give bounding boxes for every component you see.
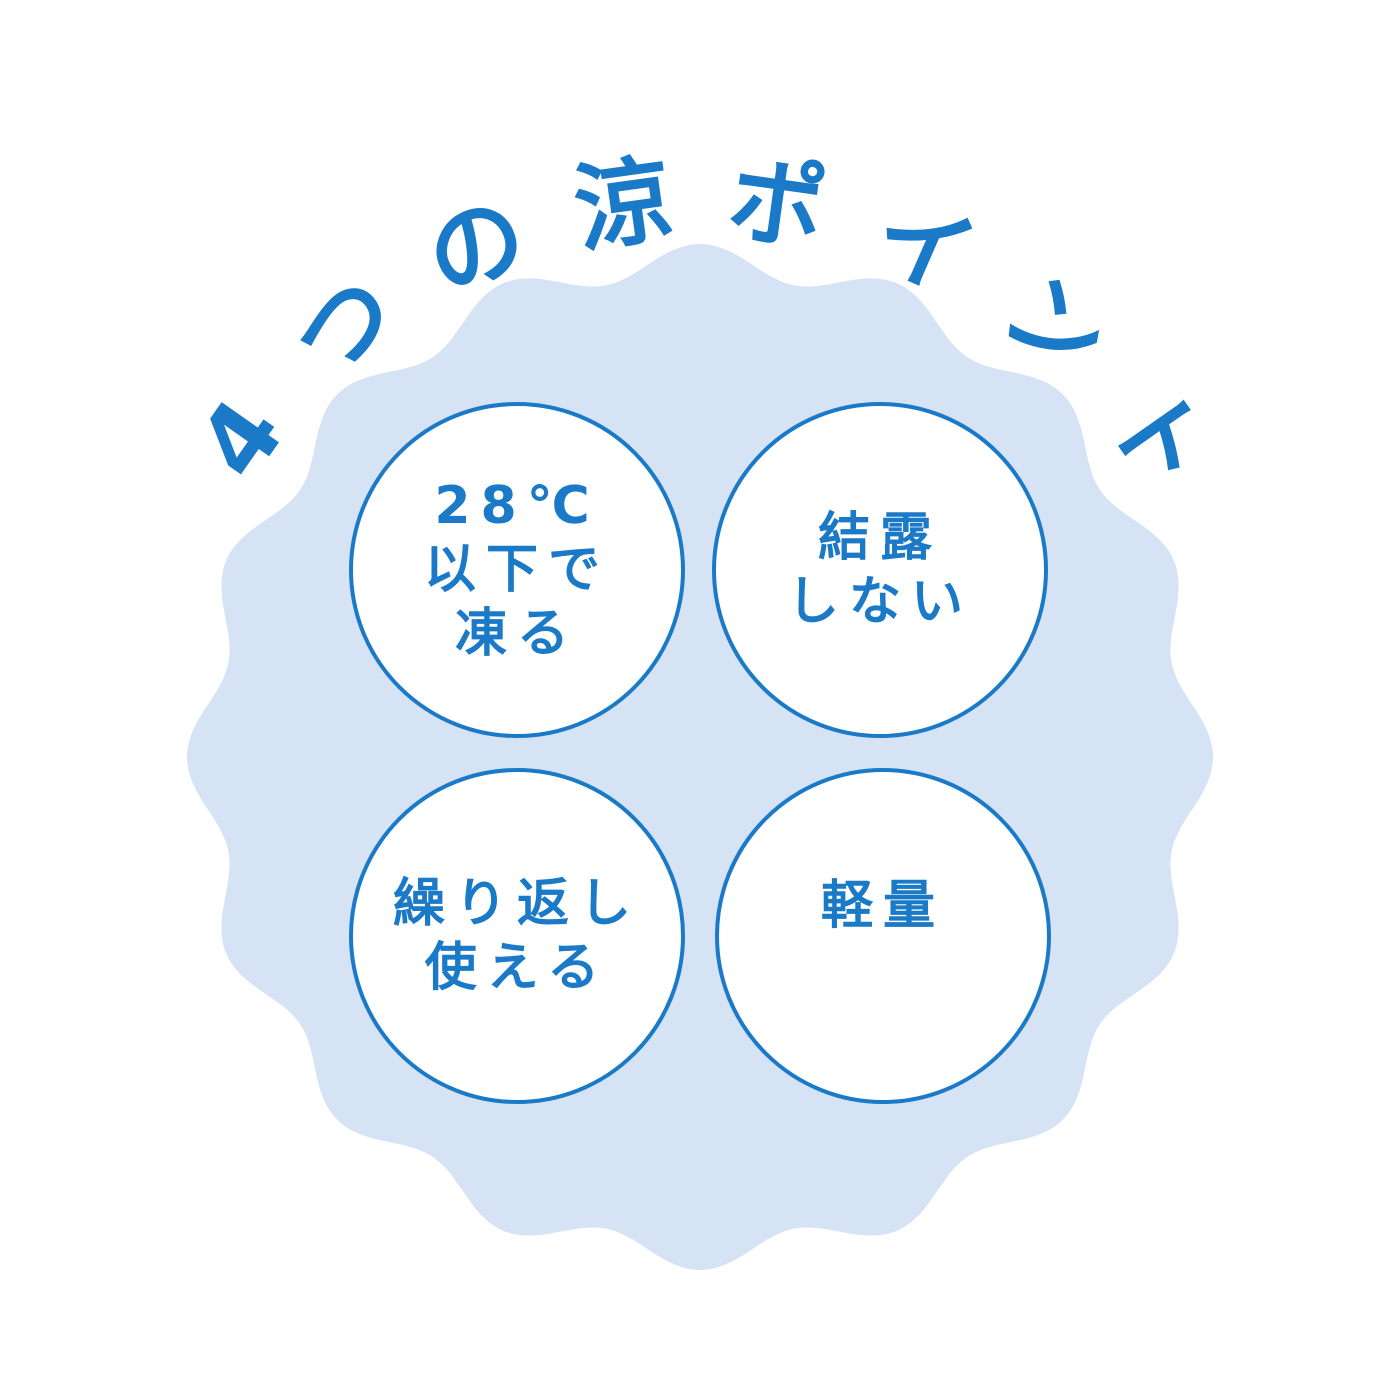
point-circle-lightweight: 軽量 [715, 768, 1051, 1104]
point-text-line: 繰り返し [392, 874, 641, 934]
point-text-line: 28℃ [434, 476, 600, 536]
point-circle-freeze: 28℃ 以下で 凍る [349, 402, 685, 738]
point-circle-reusable: 繰り返し 使える [349, 768, 685, 1104]
point-text-line: しない [786, 572, 973, 632]
point-text-line: 凍る [454, 604, 579, 664]
point-text-line: 軽量 [820, 876, 945, 936]
title-char: 涼 [568, 143, 679, 268]
point-text-line: 使える [424, 938, 610, 998]
point-text-line: 以下で [423, 540, 610, 600]
point-circle-no-condensation: 結露 しない [712, 402, 1048, 738]
point-text-line: 結露 [817, 508, 942, 568]
title-char: ポ [721, 143, 832, 268]
